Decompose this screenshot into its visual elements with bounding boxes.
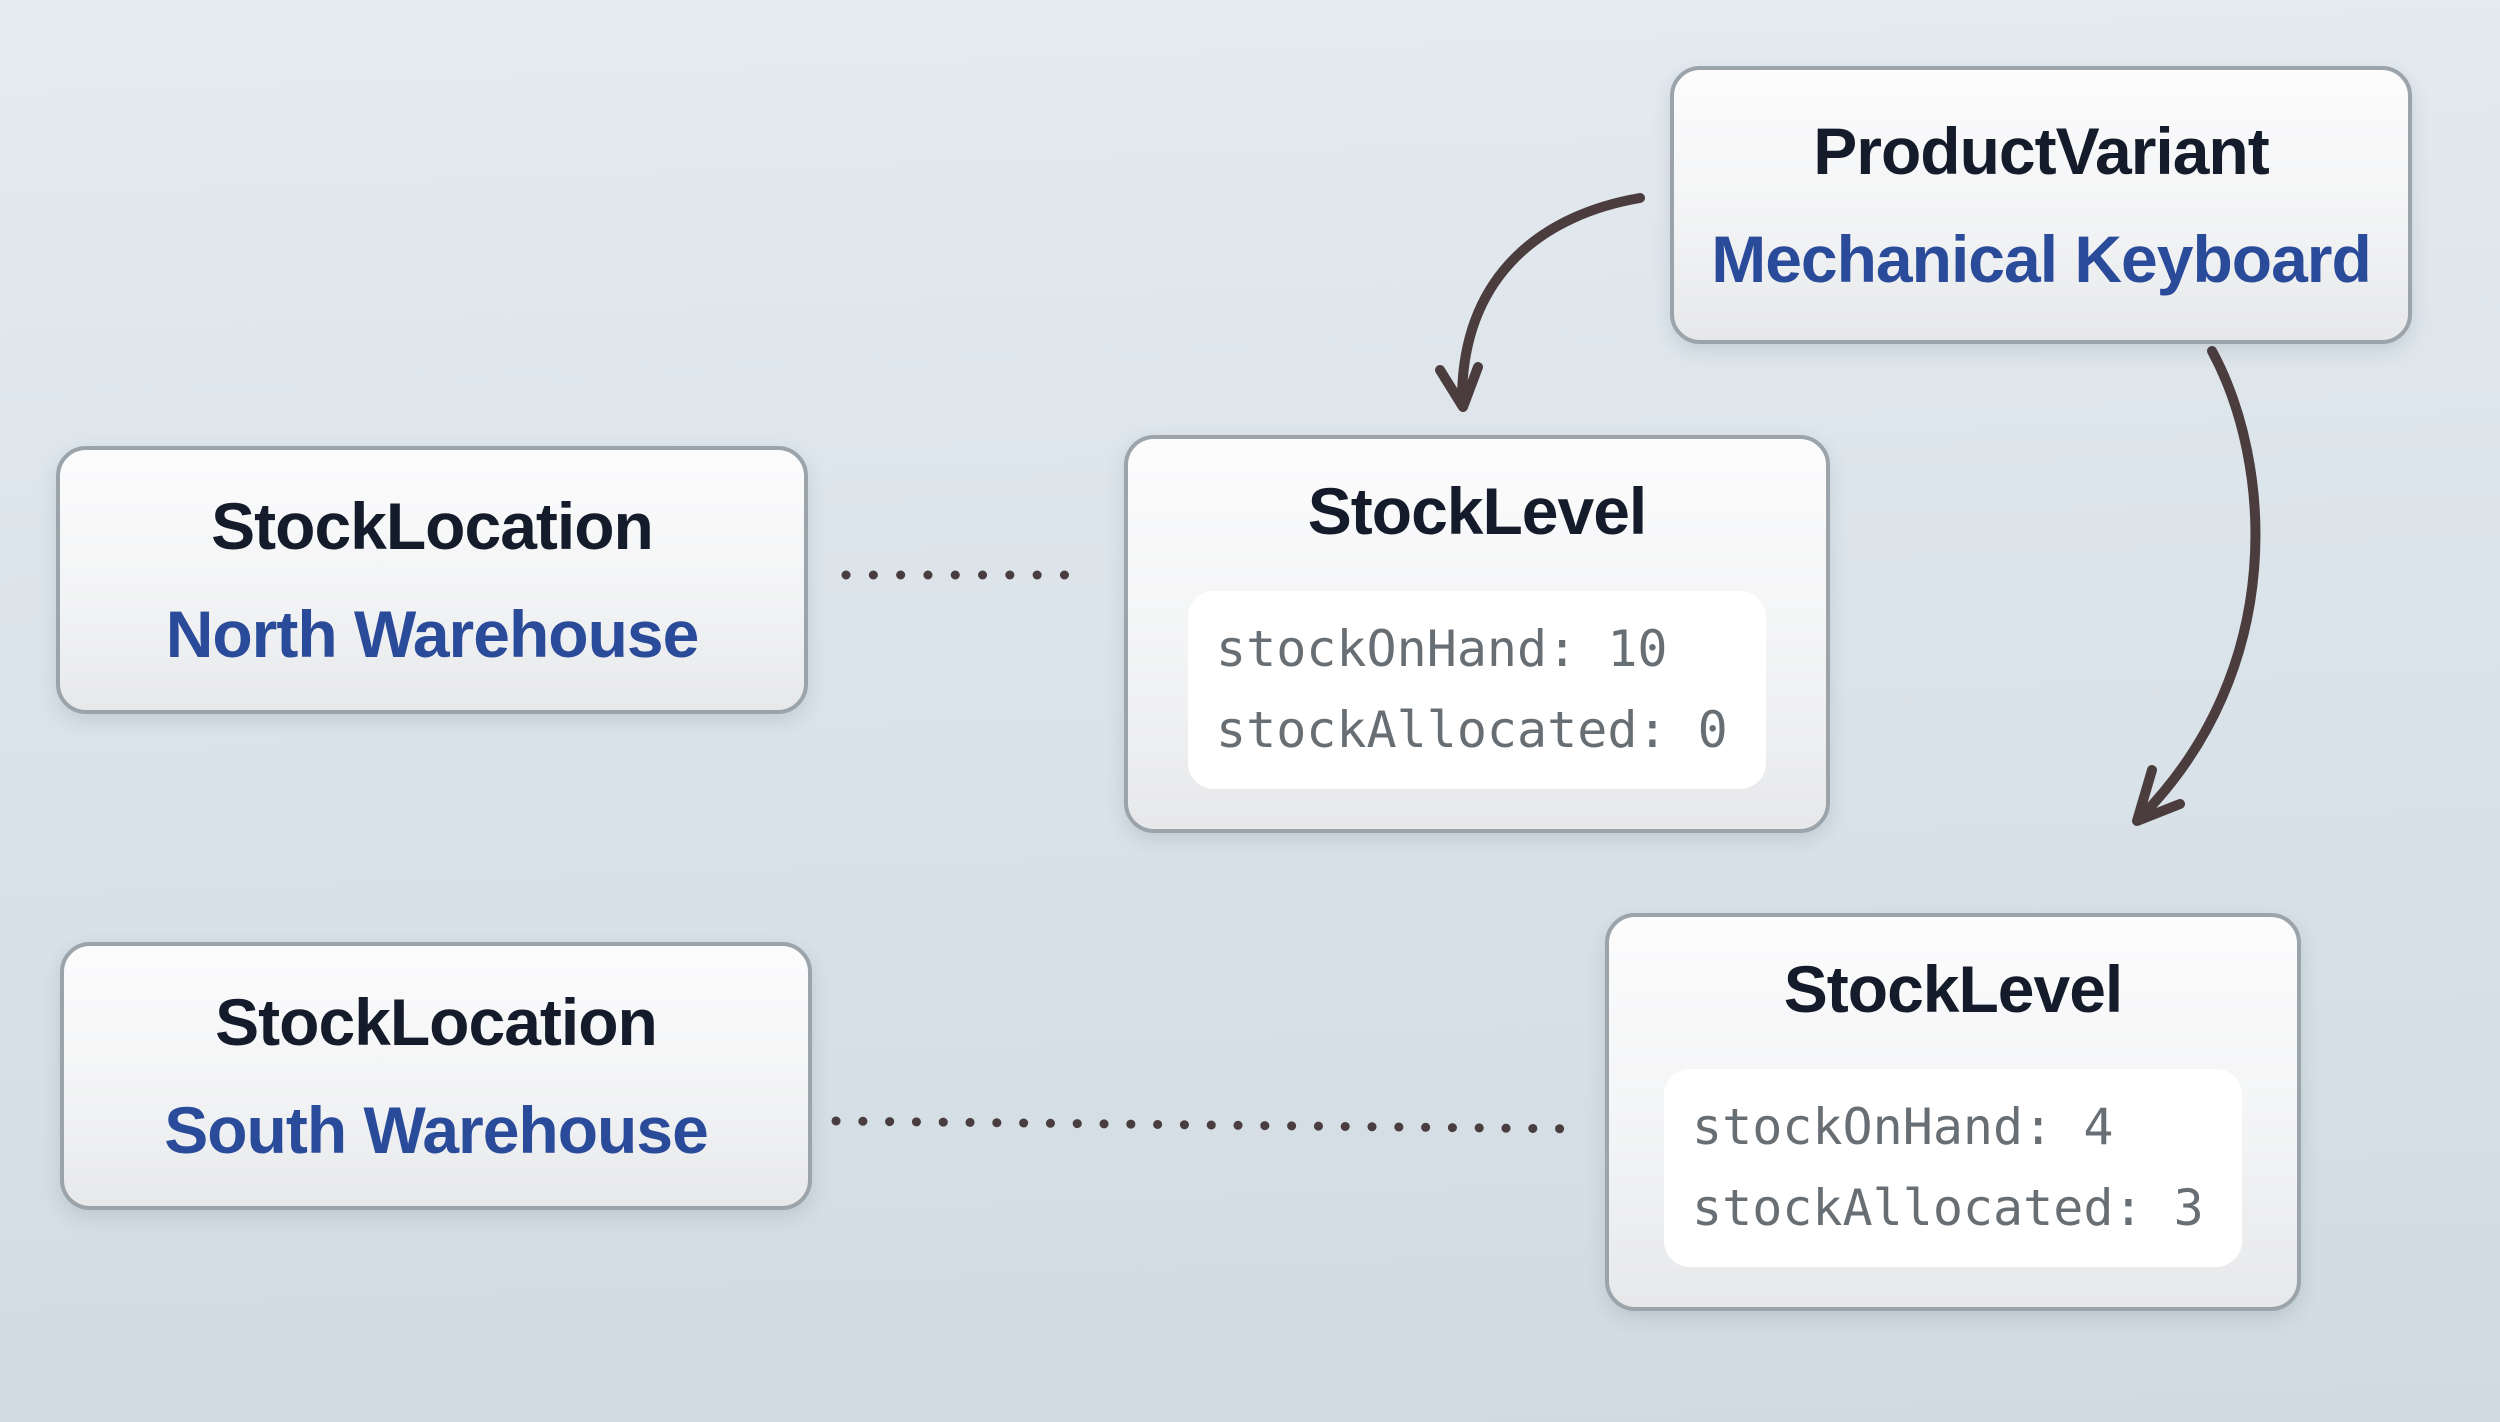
stock-allocated-field: stockAllocated: 0 bbox=[1216, 701, 1728, 759]
node-stock-location-north: StockLocation North Warehouse bbox=[56, 446, 808, 714]
stock-allocated-field: stockAllocated: 3 bbox=[1692, 1179, 2204, 1237]
node-stock-level-south: StockLevel stockOnHand: 4 stockAllocated… bbox=[1605, 913, 2301, 1311]
entity-name-label: South Warehouse bbox=[164, 1093, 709, 1167]
entity-name-label: North Warehouse bbox=[165, 597, 700, 671]
node-product-variant: ProductVariant Mechanical Keyboard bbox=[1670, 66, 2412, 344]
arrow-product-to-north-stocklevel-icon bbox=[1457, 193, 1645, 403]
entity-type-label: StockLevel bbox=[1307, 474, 1647, 548]
arrowhead-south-icon bbox=[2132, 765, 2185, 826]
stock-on-hand-field: stockOnHand: 10 bbox=[1216, 620, 1668, 678]
entity-type-label: StockLocation bbox=[211, 489, 654, 563]
entity-type-label: ProductVariant bbox=[1813, 114, 2269, 188]
entity-type-label: StockLevel bbox=[1783, 952, 2123, 1026]
entity-type-label: StockLocation bbox=[215, 985, 658, 1059]
arrowhead-north-icon bbox=[1435, 362, 1483, 412]
entity-name-label: Mechanical Keyboard bbox=[1711, 222, 2372, 296]
node-stock-location-south: StockLocation South Warehouse bbox=[60, 942, 812, 1210]
stock-on-hand-field: stockOnHand: 4 bbox=[1692, 1098, 2114, 1156]
stock-fields-panel: stockOnHand: 4 stockAllocated: 3 bbox=[1664, 1069, 2242, 1267]
node-stock-level-north: StockLevel stockOnHand: 10 stockAllocate… bbox=[1124, 435, 1830, 833]
dotted-link-south-icon bbox=[831, 1116, 1589, 1134]
stock-fields-panel: stockOnHand: 10 stockAllocated: 0 bbox=[1188, 591, 1766, 789]
arrow-product-to-south-stocklevel-icon bbox=[2135, 346, 2261, 823]
